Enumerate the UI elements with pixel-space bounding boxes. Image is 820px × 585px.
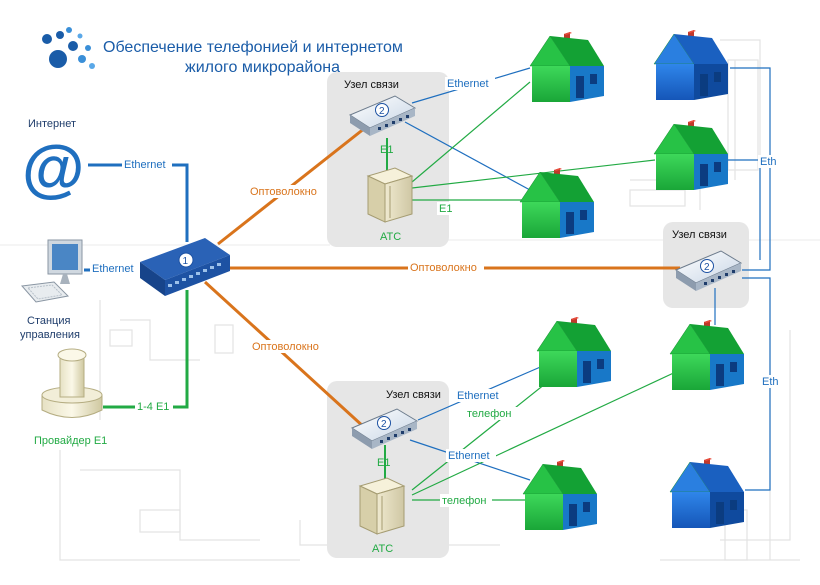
house-icon: [669, 320, 744, 390]
label-ethernet-bottom-house: Ethernet: [448, 450, 490, 462]
house-icon: [519, 168, 594, 238]
node-switch-bottom: [350, 408, 419, 449]
label-ethernet-station: Ethernet: [92, 263, 134, 275]
label-fiber-top: Оптоволокно: [250, 186, 317, 198]
houses: [519, 30, 744, 530]
label-eth-right-bottom: Eth: [762, 376, 779, 388]
house-icon: [669, 458, 744, 528]
node-box-bottom: [327, 381, 449, 558]
ats-label-bottom: АТС: [372, 543, 393, 555]
provider-label: Провайдер Е1: [34, 435, 107, 447]
title-line-2: жилого микрорайона: [185, 59, 340, 76]
control-station-label-2: управления: [20, 329, 80, 341]
node-switch-badge-right: 2: [704, 262, 710, 273]
label-phone-bottom-2: телефон: [442, 495, 486, 507]
control-station-label-1: Станция: [27, 315, 70, 327]
internet-label: Интернет: [28, 118, 76, 130]
ats-label-top: АТС: [380, 231, 401, 243]
switch-icon: [140, 238, 230, 296]
label-e1-bottom: E1: [377, 457, 390, 469]
node-label-top: Узел связи: [344, 79, 399, 91]
label-phone-bottom-1: телефон: [467, 408, 511, 420]
label-ethernet-internet: Ethernet: [124, 159, 166, 171]
label-ethernet-bottom-node: Ethernet: [457, 390, 499, 402]
label-fiber-middle: Оптоволокно: [410, 262, 477, 274]
label-e1-top: E1: [380, 144, 393, 156]
house-icon: [536, 317, 611, 387]
house-icon: [529, 32, 604, 102]
node-switch-top: [348, 95, 417, 136]
node-label-right: Узел связи: [672, 229, 727, 241]
label-ethernet-top-node: Ethernet: [447, 78, 489, 90]
core-switch-badge: 1: [183, 256, 189, 267]
at-sign-icon: @: [22, 132, 84, 204]
pbx-cabinet-icon: [366, 167, 414, 223]
label-e1-top-house: E1: [439, 203, 452, 215]
logo-dots: [42, 27, 95, 69]
svg-text:@: @: [22, 132, 84, 204]
label-e1-trunk: 1-4 E1: [137, 401, 169, 413]
label-fiber-bottom: Оптоволокно: [252, 341, 319, 353]
node-label-bottom: Узел связи: [386, 389, 441, 401]
link-labels: Ethernet Ethernet 1-4 E1 Оптоволокно Опт…: [90, 77, 782, 507]
node-switch-right: [674, 250, 743, 291]
pbx-cabinet-icon: [358, 477, 406, 535]
title-line-1: Обеспечение телефонией и интернетом: [103, 39, 403, 56]
house-icon: [653, 30, 728, 100]
node-switch-badge-bottom: 2: [381, 419, 387, 430]
computer-icon: [21, 239, 83, 303]
node-switch-badge-top: 2: [379, 106, 385, 117]
provider-tower-icon: [41, 348, 103, 418]
label-eth-right-top: Eth: [760, 156, 777, 168]
house-icon: [653, 120, 728, 190]
house-icon: [522, 460, 597, 530]
